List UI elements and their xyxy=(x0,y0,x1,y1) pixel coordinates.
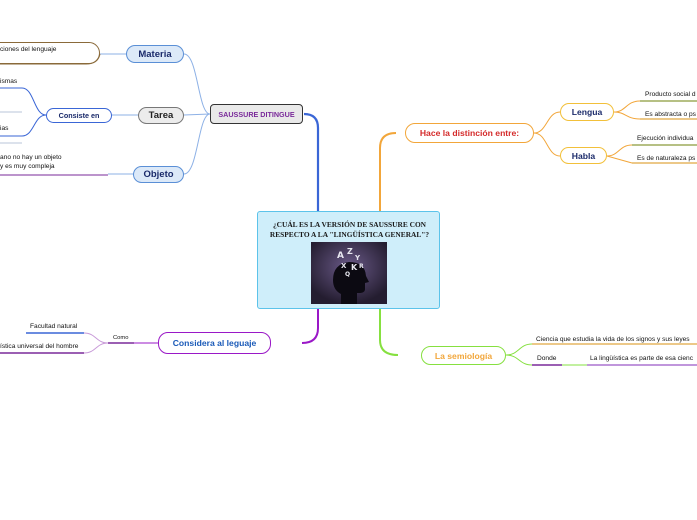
tarea-item-1: ismas xyxy=(0,78,18,85)
habla-label: Habla xyxy=(571,150,596,161)
tarea-item-2: ias xyxy=(0,125,9,132)
svg-text:Y: Y xyxy=(354,254,361,262)
considera-lenguaje-node[interactable]: Considera al leguaje xyxy=(158,332,271,354)
considera-lenguaje-label: Considera al leguaje xyxy=(172,338,257,348)
lengua-item-2: Es abstracta o ps xyxy=(645,111,696,118)
central-topic-node[interactable]: ¿CUÁL ES LA VERSIÓN DE SAUSSURE CON RESP… xyxy=(257,211,440,309)
head-with-letters-icon: A Z Y X K R Q xyxy=(311,242,387,304)
facultad-natural: Facultad natural xyxy=(30,323,78,330)
consiste-en-label: Consiste en xyxy=(58,111,100,120)
habla-item-2: Es de naturaleza ps xyxy=(637,155,696,162)
tarea-label: Tarea xyxy=(148,110,174,121)
lengua-node[interactable]: Lengua xyxy=(560,103,614,121)
objeto-label: Objeto xyxy=(143,169,174,180)
consiste-en-node[interactable]: Consiste en xyxy=(46,108,112,123)
habla-item-1: Ejecución individua xyxy=(637,135,694,142)
svg-text:X: X xyxy=(341,262,347,270)
semiologia-label: La semiología xyxy=(434,350,493,361)
svg-text:Q: Q xyxy=(345,271,350,278)
materia-label: Materia xyxy=(138,48,172,60)
objeto-note-line1: ano no hay un objeto xyxy=(0,154,62,161)
materia-note: ciones del lenguaje xyxy=(0,46,57,53)
caracteristica-universal: ística universal del hombre xyxy=(0,343,79,350)
semiologia-item-2: La lingüística es parte de esa cienc xyxy=(590,355,693,362)
lengua-item-1: Producto social d xyxy=(645,91,696,98)
svg-text:A: A xyxy=(337,251,344,261)
como-label: Como xyxy=(113,335,129,341)
objeto-node[interactable]: Objeto xyxy=(133,166,184,183)
central-topic-title: ¿CUÁL ES LA VERSIÓN DE SAUSSURE CON RESP… xyxy=(269,220,430,239)
svg-text:R: R xyxy=(359,263,364,270)
donde-label: Donde xyxy=(537,355,557,362)
objeto-note-line2: y es muy compleja xyxy=(0,163,55,170)
materia-node[interactable]: Materia xyxy=(126,45,184,63)
habla-node[interactable]: Habla xyxy=(560,147,607,164)
semiologia-node[interactable]: La semiología xyxy=(421,346,506,365)
hace-distincion-node[interactable]: Hace la distinción entre: xyxy=(405,123,534,143)
saussure-distingue-node[interactable]: SAUSSURE DITINGUE xyxy=(210,104,303,124)
semiologia-item-1: Ciencia que estudia la vida de los signo… xyxy=(536,336,690,343)
hace-distincion-label: Hace la distinción entre: xyxy=(419,128,520,138)
materia-note-node[interactable] xyxy=(0,42,100,64)
saussure-distingue-label: SAUSSURE DITINGUE xyxy=(218,109,295,119)
svg-text:Z: Z xyxy=(347,247,353,256)
tarea-node[interactable]: Tarea xyxy=(138,107,184,124)
svg-text:K: K xyxy=(351,263,358,272)
lengua-label: Lengua xyxy=(571,107,603,117)
